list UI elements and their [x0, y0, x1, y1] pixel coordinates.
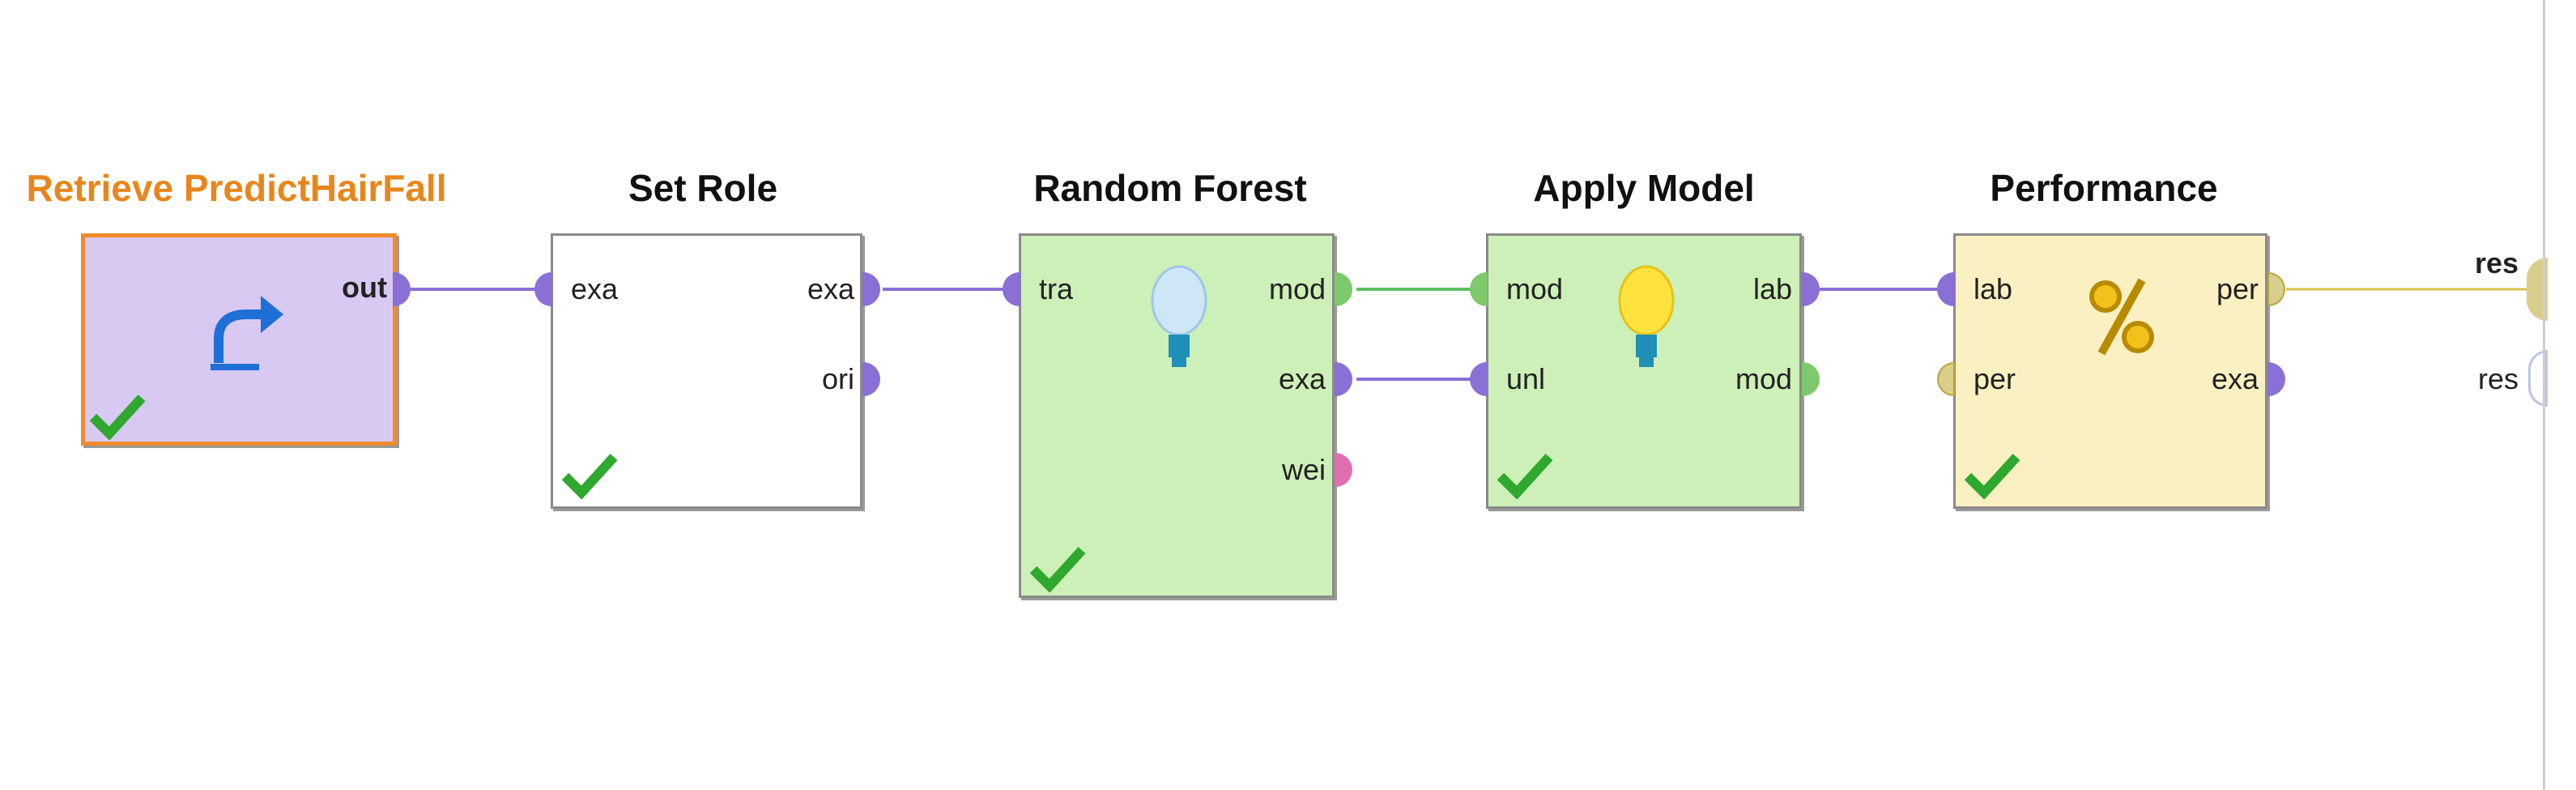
operator-title-apply-model: Apply Model — [1533, 167, 1755, 209]
port-label-exa: exa — [1278, 362, 1326, 395]
port-setrole-in-exa[interactable] — [534, 272, 552, 306]
port-label-mod: mod — [1735, 362, 1792, 395]
operator-title-random-forest: Random Forest — [1033, 167, 1307, 209]
check-icon — [1964, 453, 2020, 499]
port-randomforest-out-exa[interactable] — [1335, 362, 1352, 396]
port-retrieve-out[interactable] — [393, 272, 411, 306]
port-label-tra: tra — [1039, 272, 1074, 305]
port-label-exa: exa — [807, 272, 854, 305]
port-setrole-out-ori[interactable] — [862, 362, 880, 396]
retrieve-arrow-icon — [211, 296, 283, 370]
port-label-mod: mod — [1268, 272, 1326, 305]
port-label-unl: unl — [1506, 362, 1546, 395]
operator-title-performance: Performance — [1990, 167, 2218, 209]
port-randomforest-out-wei[interactable] — [1335, 453, 1352, 487]
check-icon — [1029, 546, 1086, 592]
port-randomforest-out-mod[interactable] — [1335, 272, 1352, 306]
operator-performance[interactable] — [1953, 233, 2267, 509]
canvas-right-border — [2543, 0, 2545, 790]
operator-random-forest[interactable] — [1019, 233, 1335, 598]
result-port-label-res: res — [2477, 362, 2519, 395]
lightbulb-yellow-icon — [1618, 265, 1675, 367]
port-applymodel-in-mod[interactable] — [1470, 272, 1488, 306]
port-label-per: per — [2216, 272, 2259, 305]
result-port-label-res: res — [2474, 246, 2519, 280]
operator-set-role[interactable] — [551, 233, 862, 509]
port-applymodel-out-lab[interactable] — [1802, 272, 1820, 306]
port-label-mod: mod — [1506, 272, 1564, 305]
port-label-per: per — [1974, 362, 2016, 395]
port-label-exa: exa — [571, 272, 619, 305]
port-label-lab: lab — [1752, 272, 1792, 305]
port-randomforest-in-tra[interactable] — [1003, 272, 1020, 306]
lightbulb-blue-icon — [1151, 265, 1207, 367]
percent-icon — [2089, 278, 2154, 356]
check-icon — [89, 394, 146, 440]
port-setrole-out-exa[interactable] — [862, 272, 880, 306]
port-performance-in-lab[interactable] — [1937, 272, 1955, 306]
port-label-wei: wei — [1281, 453, 1326, 486]
operator-title-retrieve: Retrieve PredictHairFall — [26, 167, 447, 209]
port-performance-out-exa[interactable] — [2267, 362, 2285, 396]
port-label-lab: lab — [1974, 272, 2013, 305]
port-label-exa: exa — [2211, 362, 2259, 395]
port-label-ori: ori — [821, 362, 854, 395]
port-applymodel-in-unl[interactable] — [1470, 362, 1488, 396]
operator-apply-model[interactable] — [1486, 233, 1802, 509]
port-label-out: out — [342, 271, 387, 304]
operator-retrieve[interactable] — [81, 233, 397, 446]
port-applymodel-out-mod[interactable] — [1802, 362, 1820, 396]
check-icon — [561, 453, 618, 499]
check-icon — [1497, 453, 1553, 499]
operator-title-set-role: Set Role — [628, 167, 778, 209]
